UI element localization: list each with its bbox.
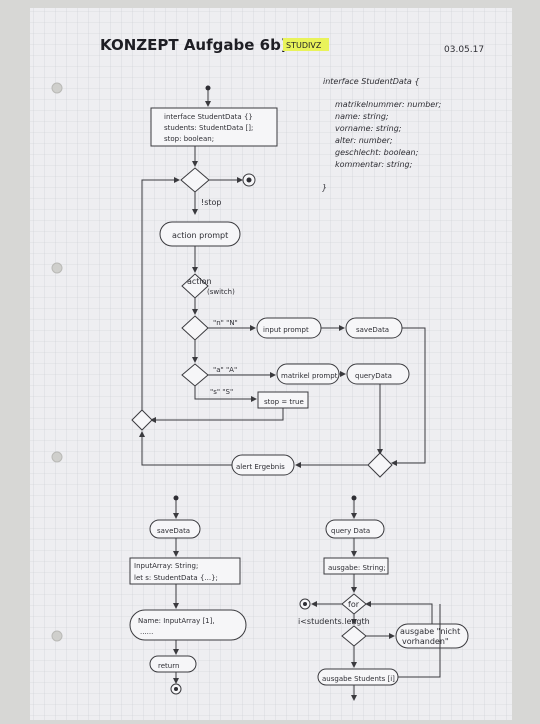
- interface-field: name: string;: [335, 112, 389, 121]
- guard-label: !stop: [201, 198, 221, 207]
- for-label: for: [348, 600, 360, 609]
- interface-field: kommentar: string;: [335, 160, 413, 169]
- case-n-label: "n" "N": [213, 319, 238, 327]
- case-a-label: "a" "A": [213, 366, 237, 374]
- query-data-title-node: [325, 519, 385, 539]
- interface-close: }: [322, 183, 327, 192]
- start-node: [205, 85, 211, 91]
- punch-hole: [51, 451, 63, 463]
- tag-label: STUDIVZ: [286, 41, 322, 50]
- input-prompt-label: input prompt: [263, 326, 309, 334]
- init-line: interface StudentData {}: [164, 113, 253, 121]
- save-data-title-node: [149, 519, 201, 539]
- init-box: [150, 107, 278, 147]
- result-label: ausgabe Students [i]: [322, 675, 395, 683]
- name-node: [129, 609, 247, 641]
- ausgabe-label: ausgabe: String;: [328, 564, 386, 572]
- case-s-label: "s" "S": [210, 388, 233, 396]
- save-data-line: let s: StudentData {...};: [134, 574, 218, 582]
- interface-field: vorname: string;: [335, 124, 402, 133]
- main-flowchart: interface StudentData {} students: Stude…: [131, 85, 426, 478]
- save-data-label: saveData: [356, 326, 389, 334]
- action-label: action: [187, 277, 212, 286]
- return-label: return: [158, 662, 179, 670]
- ausgabe-box: [323, 557, 389, 575]
- merge-decision: [131, 409, 153, 431]
- name-line: Name: InputArray [1],: [138, 617, 215, 625]
- return-node: [149, 655, 197, 673]
- name-line: ......: [140, 628, 153, 636]
- nicht-line: vorhanden": [402, 637, 449, 646]
- save-data-box: [129, 557, 241, 585]
- punch-hole: [51, 630, 63, 642]
- interface-header: interface StudentData {: [323, 77, 419, 86]
- date-label: 03.05.17: [444, 45, 484, 55]
- save-data-title: saveData: [157, 527, 190, 535]
- action-prompt-label: action prompt: [172, 231, 228, 240]
- interface-field: geschlecht: boolean;: [335, 148, 419, 157]
- punch-hole: [51, 262, 63, 274]
- highlight-marker: [283, 38, 329, 51]
- action-prompt-node: [159, 221, 241, 247]
- save-data-line: InputArray: String;: [134, 562, 198, 570]
- punch-hole: [51, 82, 63, 94]
- nicht-line: ausgabe "nicht: [400, 627, 460, 636]
- query-data-title: query Data: [331, 527, 370, 535]
- matrikel-prompt-label: matrikel prompt: [281, 372, 338, 380]
- alert-label: alert Ergebnis: [236, 463, 285, 471]
- page-title: KONZEPT Aufgabe 6b): [100, 36, 288, 54]
- interface-field: matrikelnummer: number;: [335, 100, 442, 109]
- switch-label: (switch): [207, 288, 235, 296]
- query-data-flowchart: query Data ausgabe: String; for i<studen…: [298, 495, 469, 701]
- init-line: students: StudentData [];: [164, 124, 253, 132]
- query-data-node: [346, 363, 410, 385]
- result-merge: [367, 452, 393, 478]
- query-data-label: queryData: [355, 372, 392, 380]
- stop-true-label: stop = true: [264, 398, 304, 406]
- save-data-flowchart: saveData InputArray: String; let s: Stud…: [129, 495, 247, 695]
- init-line: stop: boolean;: [164, 135, 214, 143]
- loop-condition: i<students.length: [298, 617, 370, 626]
- interface-field: alter: number;: [335, 136, 393, 145]
